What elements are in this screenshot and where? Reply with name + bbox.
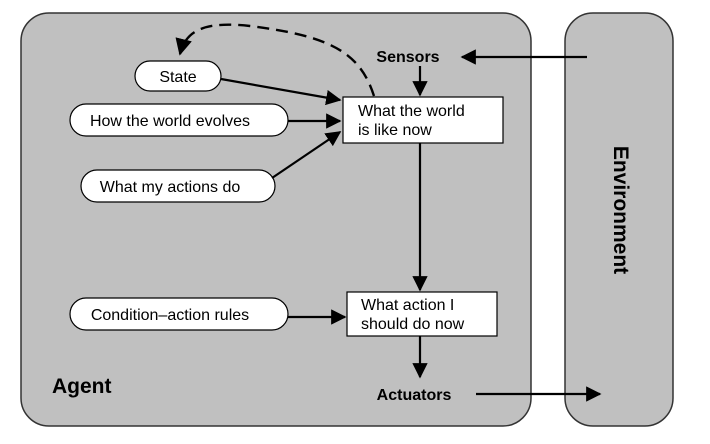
action-label-line2: should do now	[361, 316, 465, 333]
agent-label: Agent	[52, 375, 112, 398]
world-now-label-line1: What the world	[358, 103, 465, 120]
state-to-world-arrow	[220, 77, 342, 106]
state-node-label: State	[159, 69, 196, 86]
action-box	[346, 291, 498, 337]
actions-do-to-world-arrow	[271, 131, 342, 179]
sensors-label: Sensors	[376, 49, 439, 66]
action-label-line1: What action I	[361, 297, 454, 314]
condition-action-rules-label: Condition–action rules	[91, 307, 249, 324]
state-node	[134, 60, 222, 92]
world-now-label-line2: is like now	[358, 122, 432, 139]
how-world-evolves-label: How the world evolves	[90, 113, 250, 130]
environment-panel	[564, 12, 674, 427]
what-my-actions-do-label: What my actions do	[100, 179, 241, 196]
actuators-label: Actuators	[377, 387, 452, 404]
environment-label: Environment	[609, 146, 632, 274]
world-to-state-dashed-arrow	[175, 23, 376, 97]
agent-panel	[20, 12, 532, 427]
condition-action-rules-node	[69, 297, 289, 331]
world-now-box	[342, 96, 504, 144]
what-my-actions-do-node	[80, 169, 276, 203]
